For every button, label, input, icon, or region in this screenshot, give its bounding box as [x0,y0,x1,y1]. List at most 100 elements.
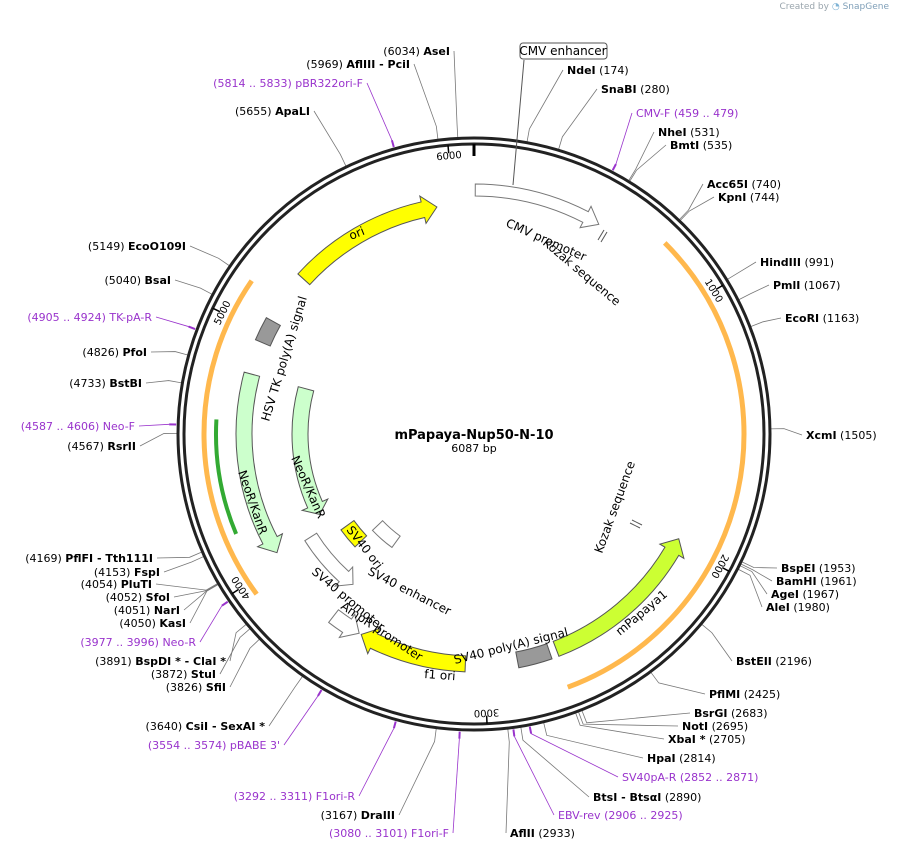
site-label-alei[interactable]: AleI (1980) [766,601,830,614]
site-label-kasi[interactable]: (4050) KasI [119,617,186,630]
site-label-hpai[interactable]: HpaI (2814) [647,752,716,765]
site-leader-ecori [749,317,782,328]
site-label-agei[interactable]: AgeI (1967) [771,588,839,601]
site-position: (5040) [104,274,144,287]
orf-arc-mpapaya-nup50[interactable] [566,241,747,690]
primer-leader-ebv-rev-2906-2925 [513,736,555,816]
primer-label-ebv-rev-2906-2925[interactable]: EBV-rev (2906 .. 2925) [558,809,683,822]
site-label-acc65i[interactable]: Acc65I (740) [707,178,781,191]
site-label-bamhi[interactable]: BamHI (1961) [776,575,857,588]
primer-label-sv40pa-r-2852-2871[interactable]: SV40pA-R (2852 .. 2871) [622,771,758,784]
f1-ori-arrow[interactable] [360,627,467,673]
primer-label-3554-3574-pbabe-3[interactable]: (3554 .. 3574) pBABE 3' [148,739,280,752]
site-name: Acc65I [707,178,748,191]
site-label-bsrgi[interactable]: BsrGI (2683) [694,707,768,720]
orf-arc-neo-inner[interactable] [214,419,238,535]
site-leader-bspdi-clai [229,623,248,662]
primer-label-3080-3101-f1ori-f[interactable]: (3080 .. 3101) F1ori-F [329,827,449,840]
primer-mark-cmv-f-459-479 [611,163,617,171]
site-name: SfoI [146,591,170,604]
sv40-promoter-arrow[interactable] [304,532,354,587]
site-label-hindiii[interactable]: HindIII (991) [760,256,834,269]
cmv-promoter-arrow[interactable] [474,183,600,229]
site-name: PflMI [709,688,740,701]
site-label-afliii-pcii[interactable]: (5969) AflIII - PciI [306,58,410,71]
neor-kanr-outer-arrow[interactable] [235,371,284,554]
site-name: StuI [191,668,216,681]
site-label-bsteii[interactable]: BstEII (2196) [736,655,812,668]
site-name: KasI [159,617,186,630]
sv40-ori-box[interactable] [340,519,368,548]
site-position: (2196) [772,655,812,668]
site-leader-sfoi [173,583,219,598]
site-label-snabi[interactable]: SnaBI (280) [601,83,670,96]
site-label-bspdi-clai[interactable]: (3891) BspDI * - ClaI * [95,655,226,668]
site-label-sfoi[interactable]: (4052) SfoI [106,591,170,604]
sv40-enhancer-box[interactable] [371,520,401,549]
site-label-bsai[interactable]: (5040) BsaI [104,274,171,287]
site-position: (531) [687,126,720,139]
primer-label-4905-4924-tk-pa-r[interactable]: (4905 .. 4924) TK-pA-R [27,311,152,324]
site-label-btsi-bts-i[interactable]: BtsI - BtsαI (2890) [593,791,701,804]
tick-label-3000: 3000 [474,706,500,718]
primer-mark-3292-3311-f1ori-r [392,721,397,729]
site-label-bspei[interactable]: BspEI (1953) [781,562,856,575]
kozak-sequence-label-2: Kozak sequence [592,459,638,555]
orf-arc-neo[interactable] [201,279,259,596]
site-position: (4567) [67,440,107,453]
site-position: (2814) [676,752,716,765]
site-label-kpni[interactable]: KpnI (744) [718,191,779,204]
site-label-xbai[interactable]: XbaI * (2705) [668,733,746,746]
site-label-noti[interactable]: NotI (2695) [682,720,748,733]
site-position: (2695) [708,720,748,733]
site-label-pflfi-tth111i[interactable]: (4169) PflFI - Tth111I [25,552,153,565]
site-leader-apali [313,110,347,168]
site-leader-aflii [505,728,510,834]
cmv-enhancer-box[interactable] [519,42,608,60]
primer-label-cmv-f-459-479[interactable]: CMV-F (459 .. 479) [636,107,738,120]
site-label-pluti[interactable]: (4054) PluTI [81,578,152,591]
site-label-ecori[interactable]: EcoRI (1163) [785,312,859,325]
primer-label-3977-3996-neo-r[interactable]: (3977 .. 3996) Neo-R [80,636,196,649]
site-label-asei[interactable]: (6034) AseI [383,45,450,58]
site-label-rsrii[interactable]: (4567) RsrII [67,440,136,453]
site-position: (2683) [727,707,767,720]
primer-label-3292-3311-f1ori-r[interactable]: (3292 .. 3311) F1ori-R [234,790,356,803]
ampr-promoter-arrow[interactable] [327,609,360,639]
mpapaya1-arrow[interactable] [552,538,685,657]
site-label-stui[interactable]: (3872) StuI [151,668,216,681]
site-label-ecoo109i[interactable]: (5149) EcoO109I [88,240,186,253]
site-label-nhei[interactable]: NheI (531) [658,126,720,139]
site-position: (5655) [235,105,275,118]
site-leader-afliii-pcii [413,63,439,141]
site-label-sfii[interactable]: (3826) SfiI [166,681,226,694]
site-label-pmli[interactable]: PmlI (1067) [773,279,840,292]
site-label-xcmi[interactable]: XcmI (1505) [806,429,877,442]
site-label-bmti[interactable]: BmtI (535) [670,139,732,152]
site-label-fspi[interactable]: (4153) FspI [94,566,160,579]
primer-label-5814-5833-pbr322ori-f[interactable]: (5814 .. 5833) pBR322ori-F [213,77,363,90]
site-label-aflii[interactable]: AflII (2933) [510,827,575,840]
neor-kanr-inner-arrow[interactable] [291,386,329,515]
site-position: (1505) [837,429,877,442]
site-position: (3640) [146,720,186,733]
site-label-nari[interactable]: (4051) NarI [114,604,180,617]
site-leader-ndei [526,69,564,143]
site-label-pfoi[interactable]: (4826) PfoI [82,346,147,359]
site-label-ndei[interactable]: NdeI (174) [567,64,629,77]
primer-leader-cmv-f-459-479 [615,112,633,165]
site-name: PflFI - Tth111I [65,552,153,565]
site-leader-lines [139,50,803,834]
site-label-apali[interactable]: (5655) ApaLI [235,105,310,118]
site-label-csii-sexai[interactable]: (3640) CsiI - SexAI * [146,720,266,733]
site-label-bstbi[interactable]: (4733) BstBI [69,377,142,390]
primer-label-4587-4606-neo-f[interactable]: (4587 .. 4606) Neo-F [21,420,135,433]
hsv-tk-polya-box[interactable] [254,316,282,347]
site-label-pflmi[interactable]: PflMI (2425) [709,688,780,701]
ori-arrow[interactable] [297,195,438,286]
site-leader-kasi [189,583,220,624]
site-name: PluTI [121,578,152,591]
site-label-draiii[interactable]: (3167) DraIII [321,809,395,822]
sv40-polya-box[interactable] [515,643,553,669]
